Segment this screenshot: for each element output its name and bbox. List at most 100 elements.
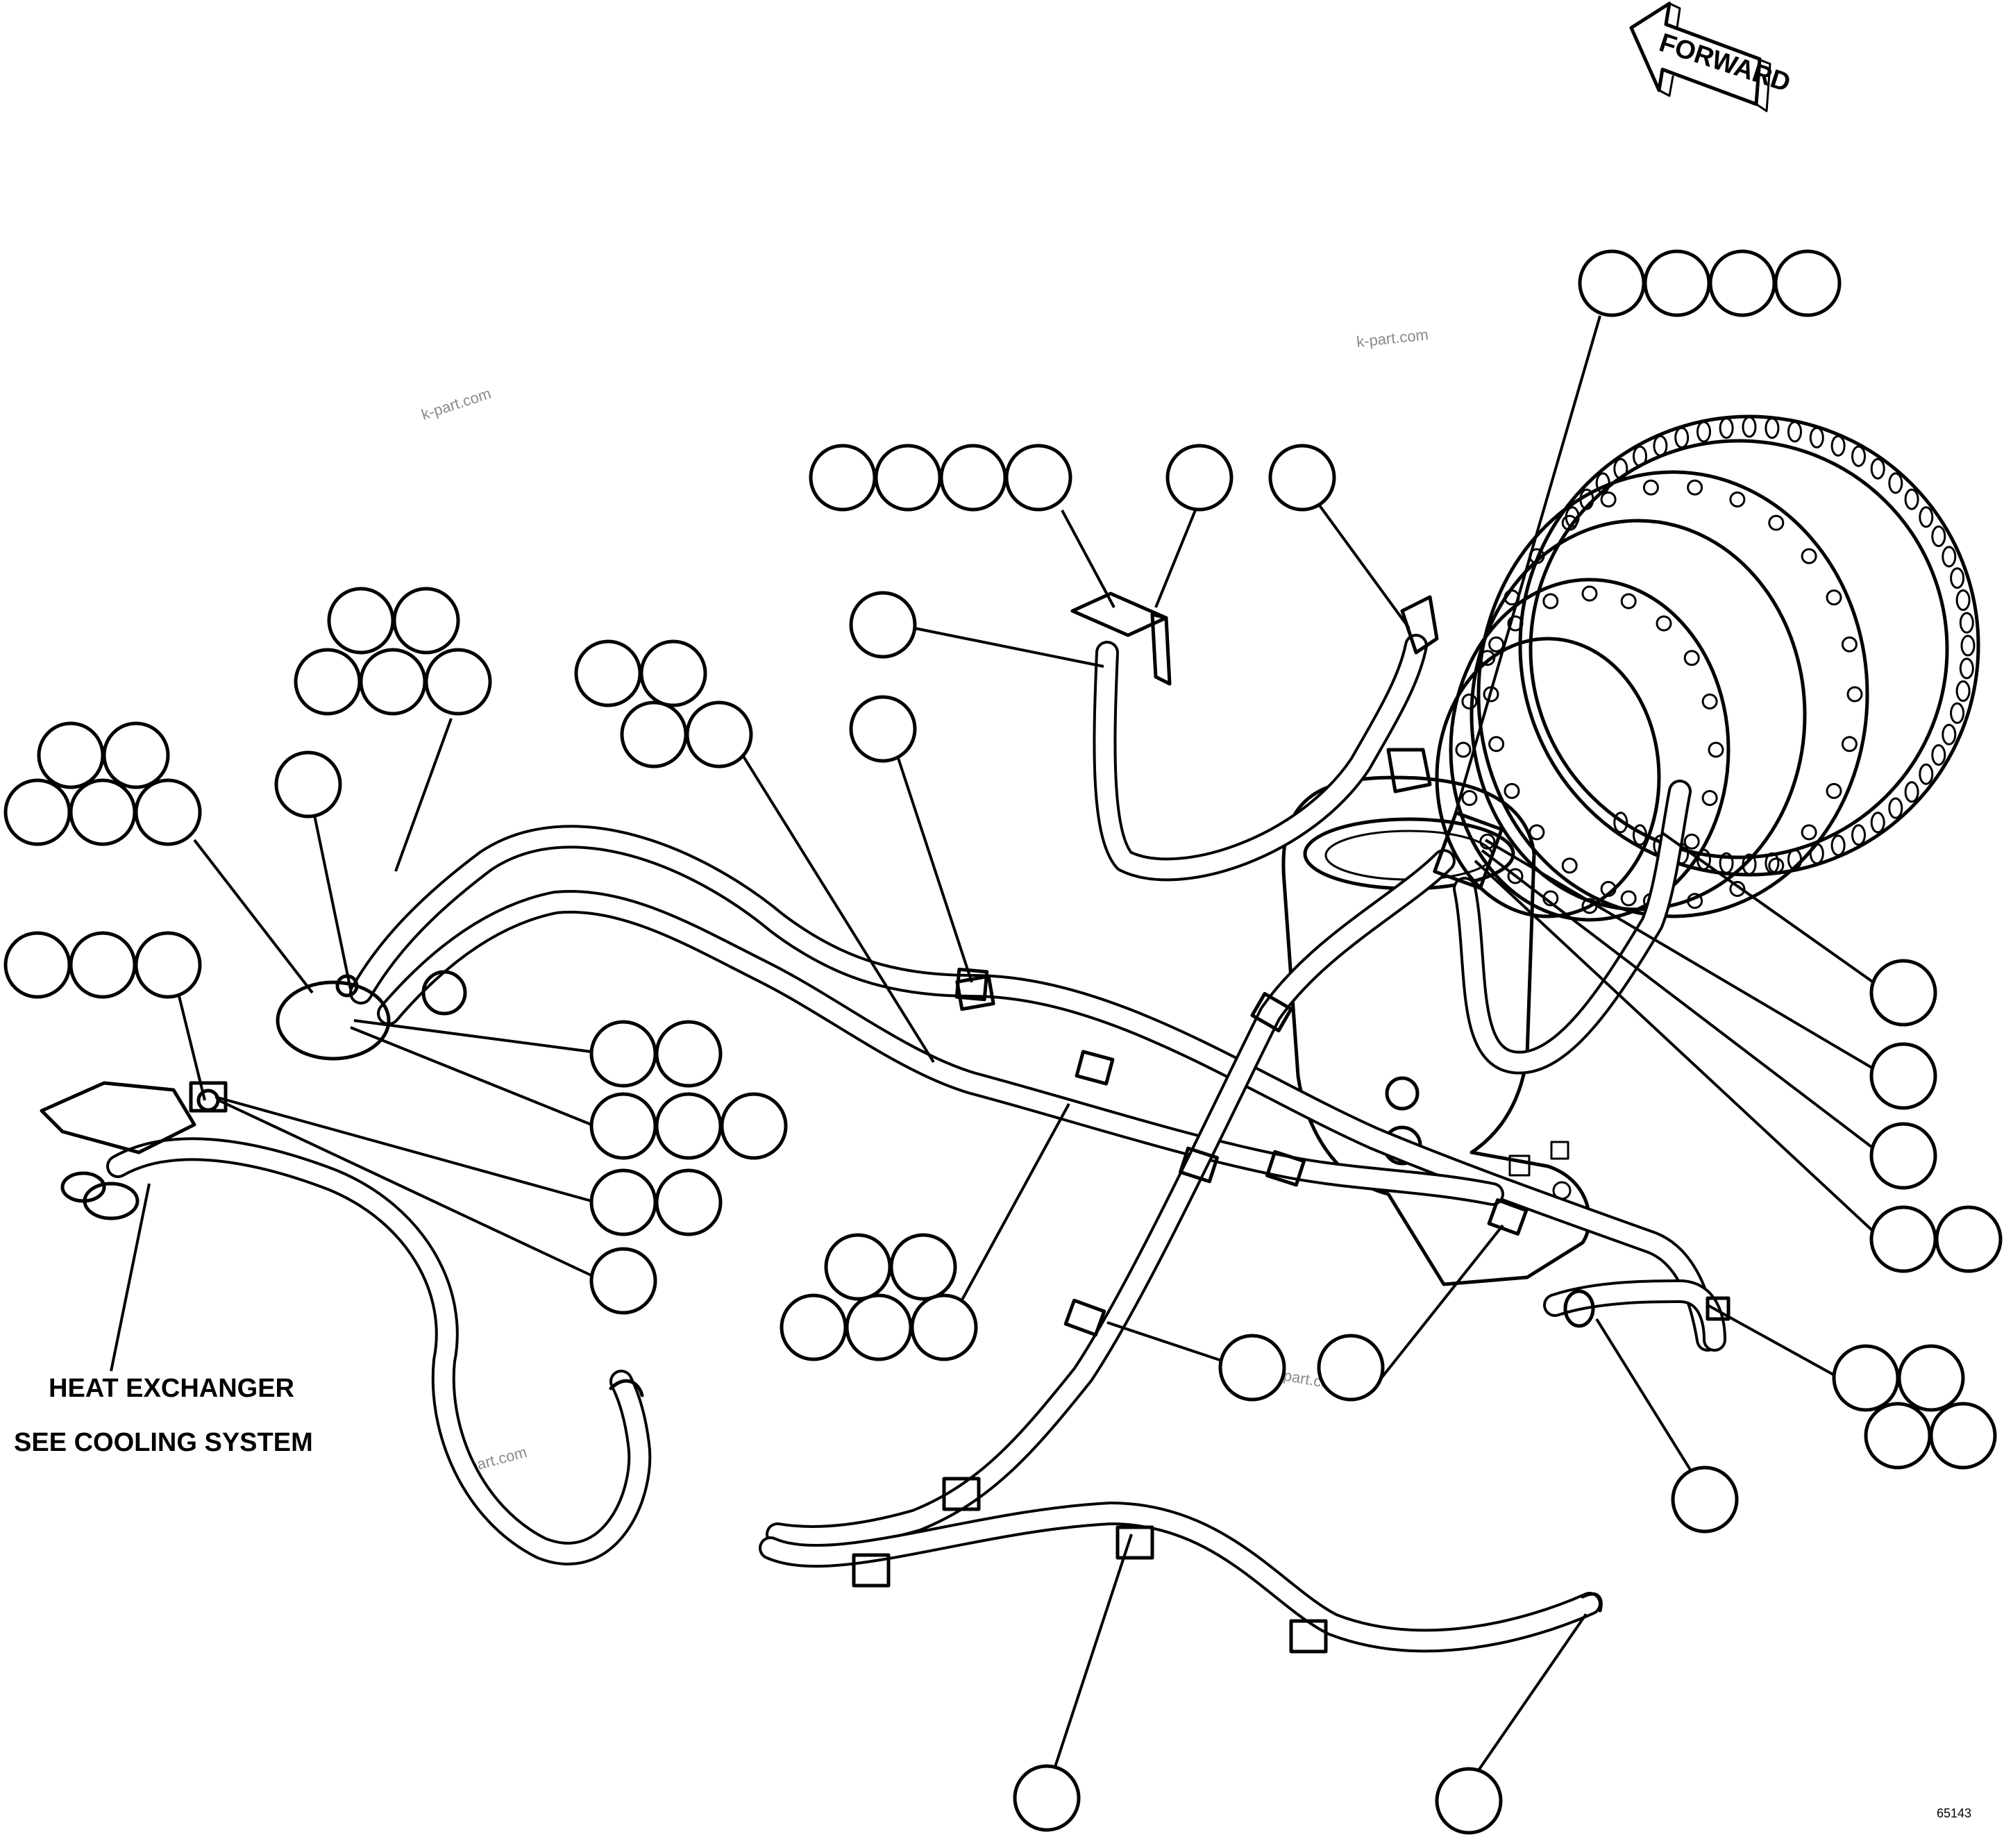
flywheel-tooth xyxy=(1959,612,1974,634)
flywheel-tooth xyxy=(1942,723,1957,746)
flywheel-tooth xyxy=(1888,472,1903,494)
forward-arrow: FORWARD xyxy=(1629,1,1794,112)
heat-exchanger-callout: HEAT EXCHANGER SEE COOLING SYSTEM xyxy=(14,1374,313,1457)
flywheel-tooth xyxy=(1719,852,1734,874)
figure-number: 65143 xyxy=(1937,1806,1971,1820)
housing-bolt xyxy=(1642,479,1659,496)
housing-bolt xyxy=(1542,593,1559,610)
flywheel-tooth xyxy=(1851,824,1866,846)
housing-bolt xyxy=(1683,833,1700,850)
housing-bolt xyxy=(1455,741,1472,758)
flywheel-tooth xyxy=(1765,852,1780,874)
housing-bolt xyxy=(1488,736,1505,753)
housing-bolt xyxy=(1488,636,1505,653)
flywheel-tooth xyxy=(1613,457,1628,480)
flywheel-tooth xyxy=(1888,797,1903,819)
flywheel-tooth xyxy=(1613,812,1628,834)
flywheel-tooth xyxy=(1919,506,1934,528)
housing-bolt xyxy=(1826,589,1842,606)
housing-bolt xyxy=(1846,686,1863,703)
watermark: k-part.com xyxy=(419,385,494,423)
flywheel-tooth xyxy=(1719,417,1734,439)
flywheel-tooth xyxy=(1696,421,1711,443)
mounting-bracket xyxy=(1070,591,1172,686)
housing-bolt xyxy=(1507,868,1524,884)
flywheel-tooth xyxy=(1830,834,1846,857)
flywheel-tooth xyxy=(1942,546,1957,568)
flywheel-tooth xyxy=(1955,589,1971,611)
flywheel-tooth xyxy=(1919,763,1934,785)
housing-bolt xyxy=(1801,824,1817,841)
flywheel-tooth xyxy=(1742,416,1757,438)
housing-bolt xyxy=(1504,782,1520,799)
flywheel-tooth xyxy=(1809,426,1824,448)
housing-bolt xyxy=(1768,514,1785,531)
flywheel-tooth xyxy=(1950,567,1965,589)
flywheel-tooth xyxy=(1931,526,1946,547)
watermark: k-part.com xyxy=(1356,326,1429,351)
housing-bolt xyxy=(1656,615,1672,632)
housing-bolt xyxy=(1687,893,1703,909)
housing-bolt xyxy=(1801,548,1817,564)
right-fittings xyxy=(609,595,1731,1613)
flywheel-tooth xyxy=(1851,445,1866,467)
flywheel-assembly xyxy=(1435,414,1980,922)
flywheel-tooth xyxy=(1742,853,1757,875)
flywheel-tooth xyxy=(1787,421,1802,443)
housing-bolt xyxy=(1600,492,1617,507)
flywheel-tooth xyxy=(1955,680,1971,702)
see-cooling-system-label: SEE COOLING SYSTEM xyxy=(14,1428,313,1457)
flywheel-tooth xyxy=(1870,812,1885,834)
housing-bolt xyxy=(1561,857,1578,874)
left-fittings xyxy=(40,970,467,1220)
heat-exchanger-label: HEAT EXCHANGER xyxy=(49,1374,294,1403)
flywheel-tooth xyxy=(1904,781,1919,803)
housing-bolt xyxy=(1841,636,1858,653)
balloon xyxy=(1643,249,1711,317)
flywheel-tooth xyxy=(1809,843,1824,865)
housing-bolt xyxy=(1507,615,1524,632)
housing-bolt xyxy=(1683,650,1700,666)
flywheel-tooth xyxy=(1595,472,1610,494)
flywheel-tooth xyxy=(1633,824,1647,846)
flywheel-tooth xyxy=(1931,744,1946,766)
flywheel-tooth xyxy=(1904,488,1919,510)
hose-clamps xyxy=(852,967,1529,1654)
balloon xyxy=(1578,249,1646,317)
balloon xyxy=(1708,249,1776,317)
housing-bolt xyxy=(1708,741,1724,758)
housing-bolt xyxy=(1561,514,1578,531)
flywheel-tooth xyxy=(1870,457,1885,480)
housing-bolt xyxy=(1600,881,1617,897)
housing-bolt xyxy=(1461,790,1478,806)
housing-bolt xyxy=(1826,782,1842,799)
leader-lines xyxy=(110,315,1889,1772)
housing-bolt xyxy=(1581,585,1598,602)
housing-bolt xyxy=(1729,492,1746,507)
housing-bolt xyxy=(1461,694,1478,709)
housing-bolt xyxy=(1729,881,1746,897)
housing-bolt xyxy=(1768,857,1785,874)
housing-bolt xyxy=(1620,593,1637,610)
flywheel-tooth xyxy=(1633,445,1647,467)
housing-bolts xyxy=(1455,479,1863,914)
housing-bolt xyxy=(1479,650,1496,666)
balloon xyxy=(1774,249,1842,317)
flywheel-tooth xyxy=(1830,435,1846,457)
flywheel-tooth xyxy=(1950,702,1965,724)
housing-bolt xyxy=(1620,890,1637,907)
housing-bolt xyxy=(1687,479,1703,496)
housing-bolt xyxy=(1701,790,1718,806)
flywheel-tooth xyxy=(1765,417,1780,439)
balloon-callouts xyxy=(3,249,2003,1835)
flywheel-tooth xyxy=(1579,488,1594,510)
flywheel-tooth xyxy=(1959,657,1974,680)
housing-bolt xyxy=(1701,694,1718,709)
flywheel-teeth xyxy=(1565,416,1976,875)
hose-routing xyxy=(106,634,1726,1653)
flywheel-tooth xyxy=(1674,426,1690,448)
housing-bolt xyxy=(1841,736,1858,753)
forward-label: FORWARD xyxy=(1656,28,1794,98)
